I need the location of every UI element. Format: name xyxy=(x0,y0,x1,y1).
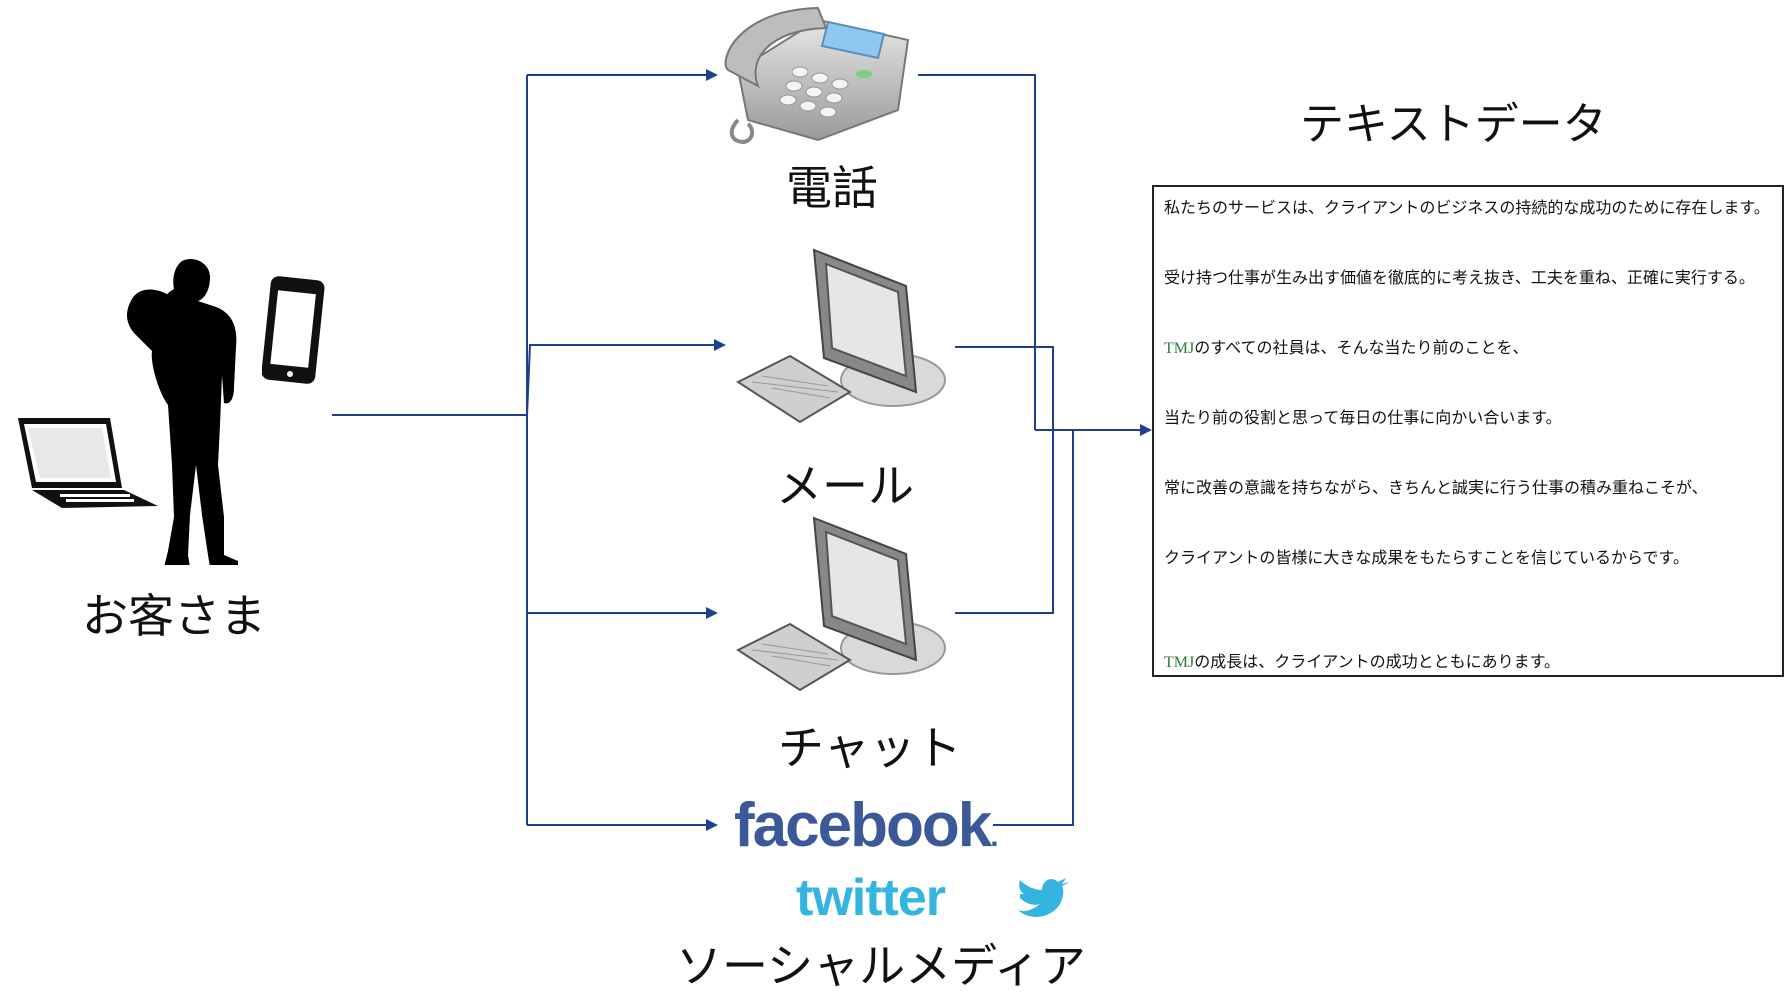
text-line-2: 受け持つ仕事が生み出す価値を徹底的に考え抜き、工夫を重ね、正確に実行する。 xyxy=(1164,264,1755,288)
phone-out-line xyxy=(918,74,1036,430)
twitter-bird-icon xyxy=(1018,878,1070,917)
text-line-5-text: 常に改善の意識を持ちながら、きちんと誠実に行う仕事の積み重ねこそが、 xyxy=(1164,480,1708,497)
facebook-logo-text: facebook xyxy=(734,791,992,860)
customer-label: お客さま xyxy=(82,589,266,643)
social-out-line xyxy=(993,430,1074,826)
text-line-1: 私たちのサービスは、クライアントのビジネスの持続的な成功のために存在します。 xyxy=(1164,194,1770,218)
text-line-4: 当たり前の役割と思って毎日の仕事に向かい合います。 xyxy=(1164,404,1562,428)
twitter-logo: twitter xyxy=(796,868,946,928)
twitter-logo-text: twitter xyxy=(796,869,946,927)
mail-out-line xyxy=(955,346,1054,430)
text-line-6-text: クライアントの皆様に大きな成果をもたらすことを信じているからです。 xyxy=(1164,550,1689,567)
to-mail-arrow xyxy=(526,339,726,416)
chat-label: チャット xyxy=(778,721,962,775)
mail-label: メール xyxy=(776,459,914,513)
laptop-icon xyxy=(18,418,158,508)
mail-computer-icon xyxy=(735,248,946,424)
text-line-6: クライアントの皆様に大きな成果をもたらすことを信じているからです。 xyxy=(1164,544,1689,568)
facebook-logo: facebook. xyxy=(734,790,999,861)
text-line-2-text: 受け持つ仕事が生み出す価値を徹底的に考え抜き、工夫を重ね、正確に実行する。 xyxy=(1164,270,1755,287)
chat-out-line xyxy=(955,430,1054,614)
text-line-7-prefix: TMJ xyxy=(1164,654,1195,671)
text-line-3-prefix: TMJ xyxy=(1164,340,1195,357)
text-line-7-text: の成長は、クライアントの成功とともにあります。 xyxy=(1194,654,1560,671)
text-data-title: テキストデータ xyxy=(1300,99,1607,150)
smartphone-icon xyxy=(262,276,325,384)
text-line-1-text: 私たちのサービスは、クライアントのビジネスの持続的な成功のために存在します。 xyxy=(1164,200,1770,217)
text-line-7: TMJの成長は、クライアントの成功とともにあります。 xyxy=(1164,648,1560,672)
text-line-3: TMJのすべての社員は、そんな当たり前のことを、 xyxy=(1164,334,1528,358)
desk-telephone-icon xyxy=(724,6,910,145)
text-line-5: 常に改善の意識を持ちながら、きちんと誠実に行う仕事の積み重ねこそが、 xyxy=(1164,474,1708,498)
text-line-4-text: 当たり前の役割と思って毎日の仕事に向かい合います。 xyxy=(1164,410,1562,427)
text-line-3-text: のすべての社員は、そんな当たり前のことを、 xyxy=(1194,340,1529,357)
social-media-label: ソーシャルメディア xyxy=(676,939,1086,993)
person-silhouette-icon xyxy=(127,259,238,565)
facebook-logo-dot: . xyxy=(990,820,998,853)
text-data-box: 私たちのサービスは、クライアントのビジネスの持続的な成功のために存在します。 受… xyxy=(1152,185,1784,677)
chat-computer-icon xyxy=(735,516,946,692)
phone-label: 電話 xyxy=(786,161,878,215)
